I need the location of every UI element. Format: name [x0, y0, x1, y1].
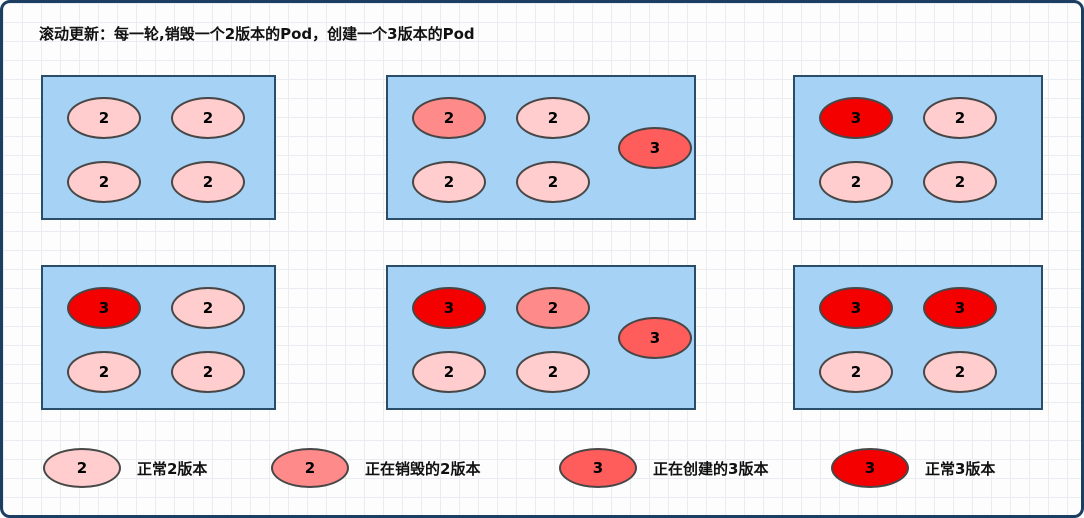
- pod: 3: [67, 287, 141, 329]
- pod: 2: [412, 161, 486, 203]
- legend-pod-creating-v3: 3: [559, 448, 637, 488]
- legend-item-creating-v3: 3 正在创建的3版本: [559, 448, 768, 488]
- pod: 2: [516, 287, 590, 329]
- stage-box-4: 3 2 2 2: [41, 265, 276, 410]
- pod: 2: [171, 351, 245, 393]
- pod: 2: [171, 161, 245, 203]
- stage-box-6: 3 3 2 2: [793, 265, 1043, 410]
- stage-box-2: 2 2 2 2 3: [386, 75, 696, 220]
- legend-label: 正常3版本: [925, 459, 996, 478]
- pod: 2: [516, 161, 590, 203]
- pod: 2: [516, 97, 590, 139]
- legend-label: 正常2版本: [137, 459, 208, 478]
- legend: 2 正常2版本 2 正在销毁的2版本 3 正在创建的3版本 3 正常3版本: [3, 448, 1081, 498]
- pod: 3: [819, 97, 893, 139]
- legend-pod-destroying-v2: 2: [271, 448, 349, 488]
- pod: 2: [171, 287, 245, 329]
- pod: 2: [819, 161, 893, 203]
- legend-label: 正在销毁的2版本: [365, 459, 481, 478]
- pod: 2: [67, 161, 141, 203]
- legend-item-destroying-v2: 2 正在销毁的2版本: [271, 448, 480, 488]
- legend-pod-normal-v2: 2: [43, 448, 121, 488]
- legend-item-normal-v2: 2 正常2版本: [43, 448, 207, 488]
- pod: 2: [412, 351, 486, 393]
- stage-box-5: 3 2 2 2 3: [386, 265, 696, 410]
- pod: 2: [819, 351, 893, 393]
- pod: 2: [67, 351, 141, 393]
- pod-creating: 3: [618, 316, 692, 359]
- pod: 2: [516, 351, 590, 393]
- pod: 2: [923, 97, 997, 139]
- pod: 3: [923, 287, 997, 329]
- diagram-title: 滚动更新：每一轮,销毁一个2版本的Pod，创建一个3版本的Pod: [39, 25, 475, 43]
- pod: 2: [412, 97, 486, 139]
- stage-box-3: 3 2 2 2: [793, 75, 1043, 220]
- pod: 3: [412, 287, 486, 329]
- legend-item-normal-v3: 3 正常3版本: [831, 448, 995, 488]
- legend-label: 正在创建的3版本: [653, 459, 769, 478]
- stage-box-1: 2 2 2 2: [41, 75, 276, 220]
- pod: 3: [819, 287, 893, 329]
- pod-creating: 3: [618, 126, 692, 169]
- pod: 2: [923, 351, 997, 393]
- pod: 2: [67, 97, 141, 139]
- pod: 2: [171, 97, 245, 139]
- legend-pod-normal-v3: 3: [831, 448, 909, 488]
- pod: 2: [923, 161, 997, 203]
